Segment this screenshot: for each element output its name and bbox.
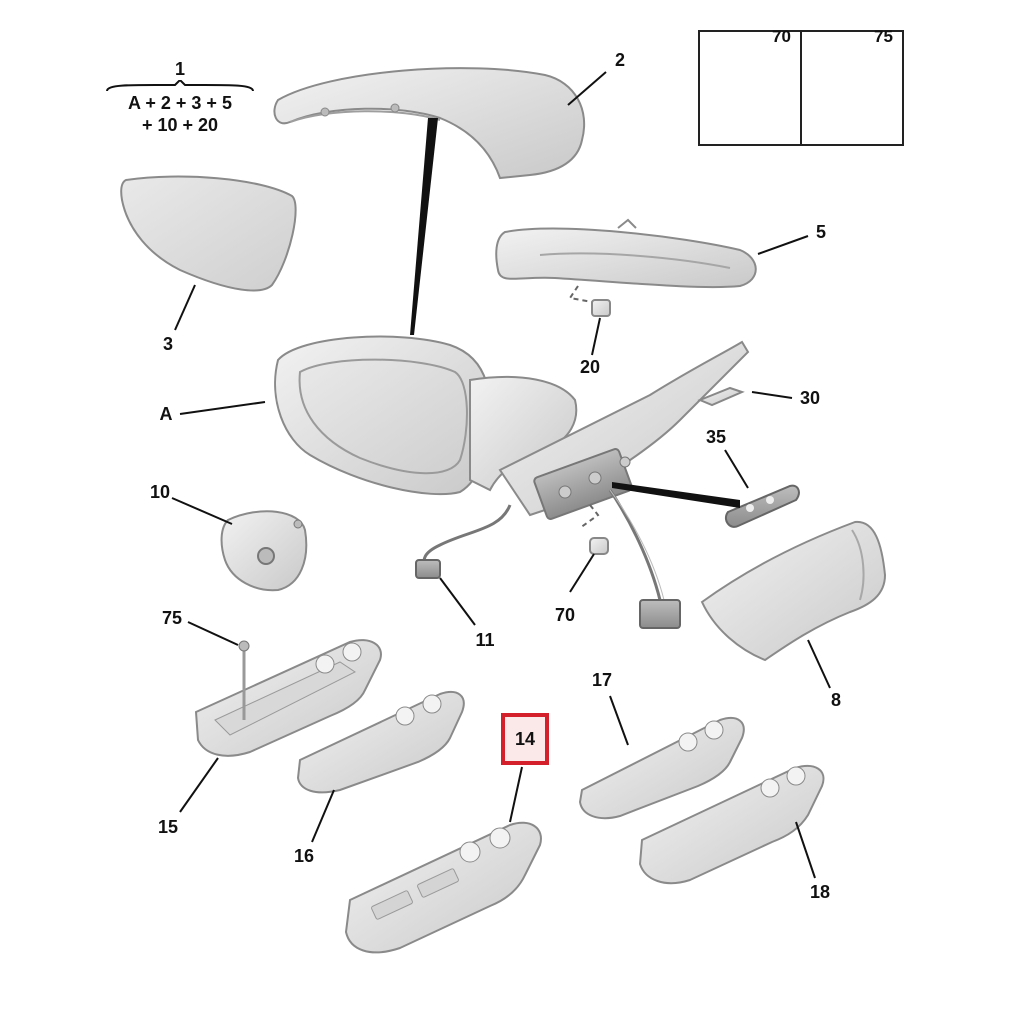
part-18-window-switch	[638, 765, 825, 885]
assembly-note: 1 A + 2 + 3 + 5 + 10 + 20	[105, 58, 255, 136]
part-8-lower-cover	[700, 520, 887, 662]
part-35-connector	[724, 484, 800, 528]
callout-3: 3	[162, 334, 174, 354]
assembly-line-1: A + 2 + 3 + 5	[128, 93, 232, 113]
callout-8: 8	[830, 690, 842, 710]
part-10-motor	[220, 510, 308, 592]
callout-20: 20	[579, 357, 601, 377]
part-3-mirror-glass	[120, 175, 297, 292]
part-16-window-switch	[296, 691, 465, 794]
callout-a: A	[159, 404, 173, 424]
hardware-label-75: 75	[874, 27, 893, 46]
callout-75: 75	[161, 608, 183, 628]
part-5-turn-signal	[495, 218, 757, 289]
callout-5: 5	[815, 222, 827, 242]
hardware-label-70: 70	[772, 27, 791, 46]
callout-18: 18	[809, 882, 831, 902]
assembly-part-number: 1	[174, 59, 185, 79]
callout-35: 35	[705, 427, 727, 447]
leader-wedges	[410, 118, 740, 508]
brace-icon	[106, 80, 254, 92]
part-a-mirror-assembly	[274, 335, 750, 520]
callout-16: 16	[293, 846, 315, 866]
part-14-window-switch	[344, 821, 542, 954]
callout-14: 14	[514, 729, 536, 749]
hardware-box: 70 75	[698, 27, 904, 146]
callout-70: 70	[554, 605, 576, 625]
part-15-window-switch	[194, 639, 382, 757]
callout-10: 10	[149, 482, 171, 502]
callout-14-highlight: 14	[501, 713, 549, 765]
callout-11: 11	[475, 630, 495, 650]
wire-harness	[415, 489, 681, 629]
part-2-mirror-cover	[273, 67, 586, 180]
part-17-window-switch	[578, 717, 745, 820]
hardware-box-divider	[800, 32, 802, 144]
callout-2: 2	[614, 50, 626, 70]
leader-lines	[171, 71, 831, 879]
assembly-line-2: + 10 + 20	[141, 115, 219, 135]
callout-30: 30	[799, 388, 821, 408]
part-20-bulb	[568, 285, 611, 317]
callout-15: 15	[157, 817, 179, 837]
part-30-clip	[697, 386, 745, 407]
callout-17: 17	[591, 670, 613, 690]
